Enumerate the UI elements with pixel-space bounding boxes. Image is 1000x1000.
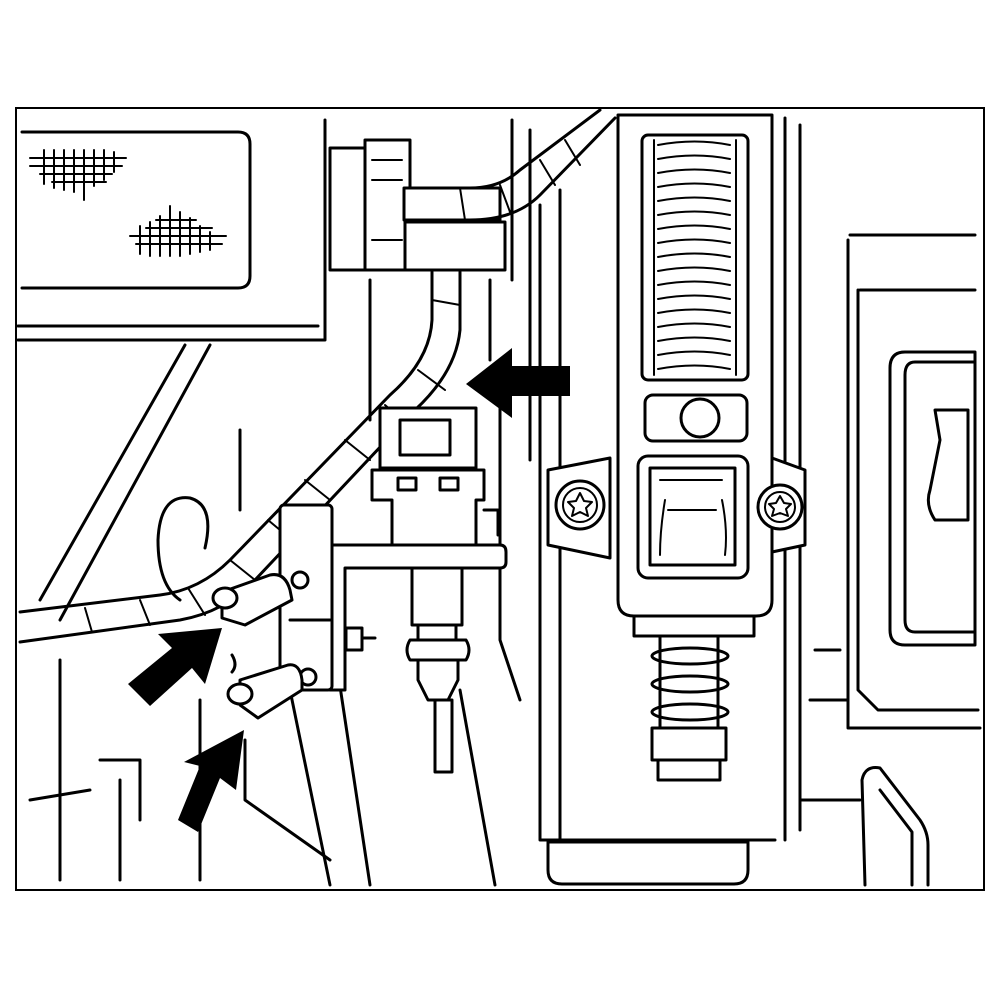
- torx-screw-icon: [554, 479, 606, 531]
- dashboard-panel: [16, 118, 327, 342]
- upper-connector-housing: [328, 138, 502, 272]
- right-side-structure: [798, 233, 982, 887]
- wiring-harness-upper: [403, 108, 617, 272]
- switch-plunger: [405, 566, 471, 774]
- harness-clip-upper: [211, 573, 294, 627]
- switch-mounting-bracket: [278, 503, 508, 692]
- harness-clip-lower: [226, 653, 304, 720]
- brake-light-switch-connector: [370, 406, 500, 550]
- return-spring: [650, 646, 730, 722]
- torx-screw-icon: [756, 483, 804, 531]
- arrow-lower-left-2: [178, 730, 244, 832]
- arrow-lower-left-1: [128, 628, 222, 706]
- panel-grid-texture-1: [29, 149, 127, 201]
- arrow-upper-right: [466, 348, 570, 418]
- panel-grid-texture-2: [129, 205, 227, 257]
- callout-arrow-icon: [128, 348, 570, 832]
- thread-lines: [653, 139, 737, 376]
- wire-loop: [156, 496, 210, 602]
- pedal-assembly: [538, 113, 807, 886]
- threaded-adjuster: [640, 133, 750, 382]
